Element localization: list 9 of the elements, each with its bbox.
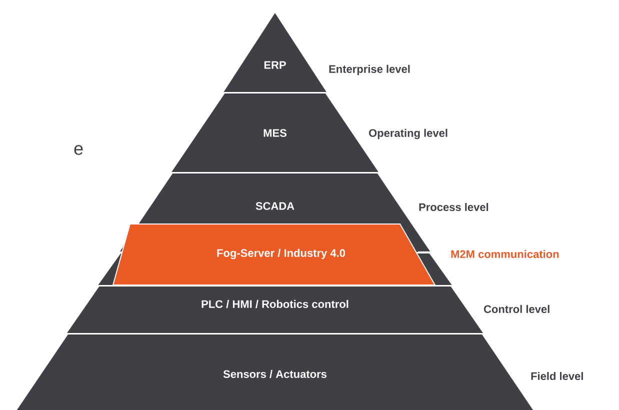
level-label: Operating level: [369, 128, 448, 140]
pyramid-level: Fog-Server / Industry 4.0: [98, 224, 452, 286]
text-fragment: e: [74, 145, 83, 155]
level-label: Control level: [484, 304, 550, 314]
pyramid-level: PLC / HMI / Robotics control: [67, 286, 483, 333]
pyramid-level: ERP: [224, 13, 326, 92]
level-label: M2M communication: [451, 250, 559, 258]
level-label: Enterprise level: [329, 64, 410, 76]
level-label: Field level: [531, 372, 583, 380]
